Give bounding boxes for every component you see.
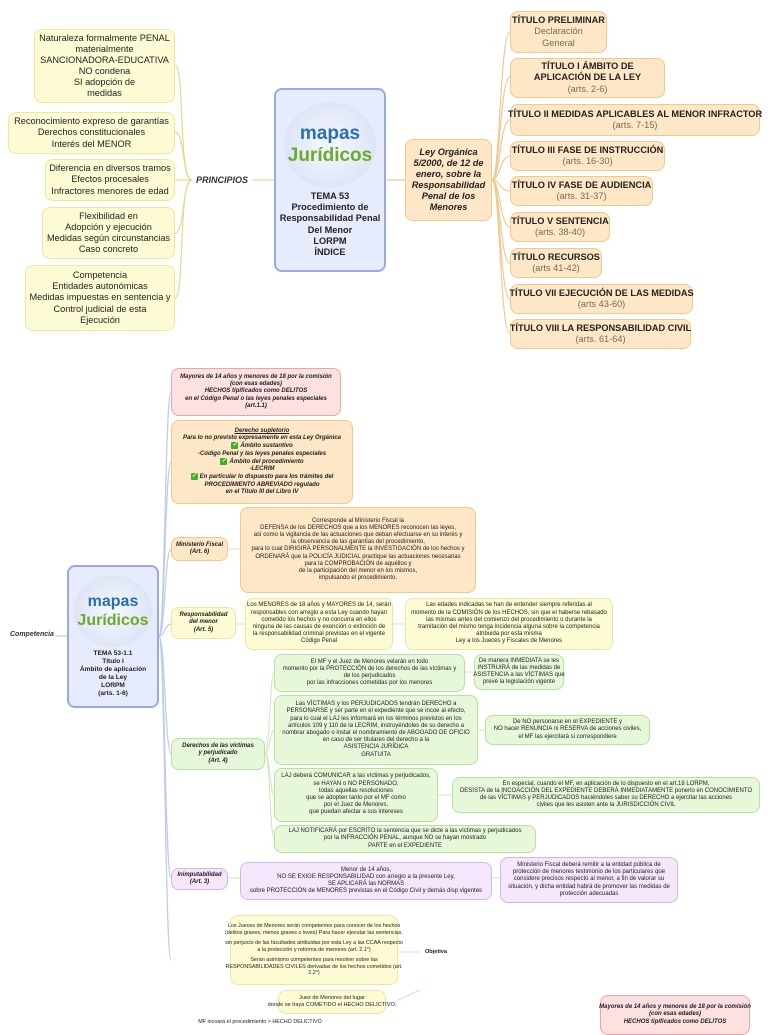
titulo-iv[interactable]: TÍTULO IV FASE DE AUDIENCIA (arts. 31-37…: [510, 176, 653, 206]
competencia-objetiva-text[interactable]: Los Jueces de Menores serán competentes …: [225, 915, 403, 985]
titulo-recursos[interactable]: TÍTULO RECURSOS (arts 41-42): [510, 248, 602, 278]
check-icon: ✓: [231, 442, 239, 450]
inimputabilidad-text[interactable]: Menor de 14 años, NO SE EXIGE RESPONSABI…: [240, 862, 492, 900]
competencia-label[interactable]: Competencia: [10, 631, 54, 638]
victimas-asistencia[interactable]: De manera INMEDIATA se les INSTRUIRÁ de …: [473, 654, 565, 690]
titulo-v[interactable]: TÍTULO V SENTENCIA (arts. 38-40): [510, 212, 610, 242]
objetiva-label[interactable]: Objetiva: [424, 948, 448, 955]
mapas-juridicos-logo-small: mapas Jurídicos: [74, 575, 152, 648]
titulo-ii[interactable]: TÍTULO II MEDIDAS APLICABLES AL MENOR IN…: [508, 104, 762, 136]
competencia-territorial-text[interactable]: Juez de Menores del lugar donde se haya …: [268, 990, 396, 1014]
principio-tramos[interactable]: Diferencia en diversos tramos Efectos pr…: [45, 159, 175, 201]
central-topic-tema-53-1-1[interactable]: mapas Jurídicos TEMA 53-1.1 Título I Ámb…: [67, 565, 159, 708]
titulo-viii[interactable]: TÍTULO VIII LA RESPONSABILIDAD CIVIL (ar…: [510, 319, 691, 349]
inimputabilidad-proteccion[interactable]: Ministerio Fiscal deberá remitir a la en…: [500, 857, 678, 903]
inimputabilidad-label[interactable]: Inimputabilidad (Art. 3): [171, 868, 228, 890]
incoacion-text[interactable]: MF incoará el procedimiento > HECHO DELI…: [198, 1019, 322, 1025]
titulo-preliminar[interactable]: TÍTULO PRELIMINAR Declaración General: [510, 11, 607, 53]
victimas-notificar[interactable]: LAJ NOTIFICARÁ por ESCRITO la sentencia …: [274, 825, 536, 853]
principio-naturaleza[interactable]: Naturaleza formalmente PENAL materialmen…: [34, 29, 175, 103]
titulo-i[interactable]: TÍTULO I ÁMBITO DE APLICACIÓN DE LA LEY …: [510, 58, 665, 98]
mayores-14-node-repeat[interactable]: Mayores de 14 años y menores de 18 por l…: [599, 995, 751, 1035]
principio-flexibilidad[interactable]: Flexibilidad en Adopción y ejecución Med…: [42, 207, 175, 259]
central-topic-subtitle: TEMA 53-1.1 Título I Ámbito de aplicació…: [79, 650, 147, 697]
central-topic-tema-53[interactable]: mapas Jurídicos TEMA 53 Procedimiento de…: [274, 88, 386, 272]
mapas-juridicos-logo: mapas Jurídicos: [284, 102, 376, 189]
derecho-supletorio-node[interactable]: Derecho supletorio Para lo no previsto e…: [171, 420, 353, 504]
derechos-victimas-label[interactable]: Derechos de las víctimas y perjudicado (…: [171, 738, 265, 770]
edades-text[interactable]: Las edades indicadas se han de entender …: [405, 598, 613, 650]
check-icon: ✓: [220, 457, 228, 465]
victimas-proteccion[interactable]: El MF y el Juez de Menores velarán en to…: [274, 654, 465, 692]
principio-competencia[interactable]: Competencia Entidades autonómicas Medida…: [25, 265, 175, 331]
victimas-comunicar[interactable]: LAJ deberá COMUNICAR a las víctimas y pe…: [274, 768, 438, 822]
responsabilidad-menor-text[interactable]: Los MENORES de 18 años y MAYORES de 14, …: [245, 598, 393, 650]
titulo-iii[interactable]: TÍTULO III FASE DE INSTRUCCIÓN (arts. 16…: [510, 141, 665, 171]
responsabilidad-menor-label[interactable]: Responsabilidad del menor (Art. 5): [171, 607, 236, 639]
ministerio-fiscal-text[interactable]: Corresponde al Ministerio Fiscal la DEFE…: [240, 507, 476, 593]
victimas-personarse[interactable]: Las VÍCTIMAS y los PERJUDICADOS tendrán …: [274, 695, 478, 765]
central-topic-title: TEMA 53 Procedimiento de Responsabilidad…: [279, 191, 381, 257]
ley-organica-node[interactable]: Ley Orgánica 5/2000, de 12 de enero, sob…: [405, 139, 492, 221]
victimas-no-personarse[interactable]: De NO personarse en el EXPEDIENTE y NO h…: [485, 715, 650, 745]
principio-garantias[interactable]: Reconocimiento expreso de garantías Dere…: [8, 112, 175, 154]
mayores-14-node[interactable]: Mayores de 14 años y menores de 18 por l…: [171, 368, 341, 416]
victimas-desistimiento[interactable]: En especial, cuando el MF, en aplicación…: [452, 777, 760, 813]
principios-label[interactable]: PRINCIPIOS: [196, 175, 249, 185]
ministerio-fiscal-label[interactable]: Ministerio Fiscal (Art. 6): [171, 537, 228, 561]
check-icon: ✓: [190, 473, 198, 481]
titulo-vii[interactable]: TÍTULO VII EJECUCIÓN DE LAS MEDIDAS (art…: [509, 284, 694, 314]
